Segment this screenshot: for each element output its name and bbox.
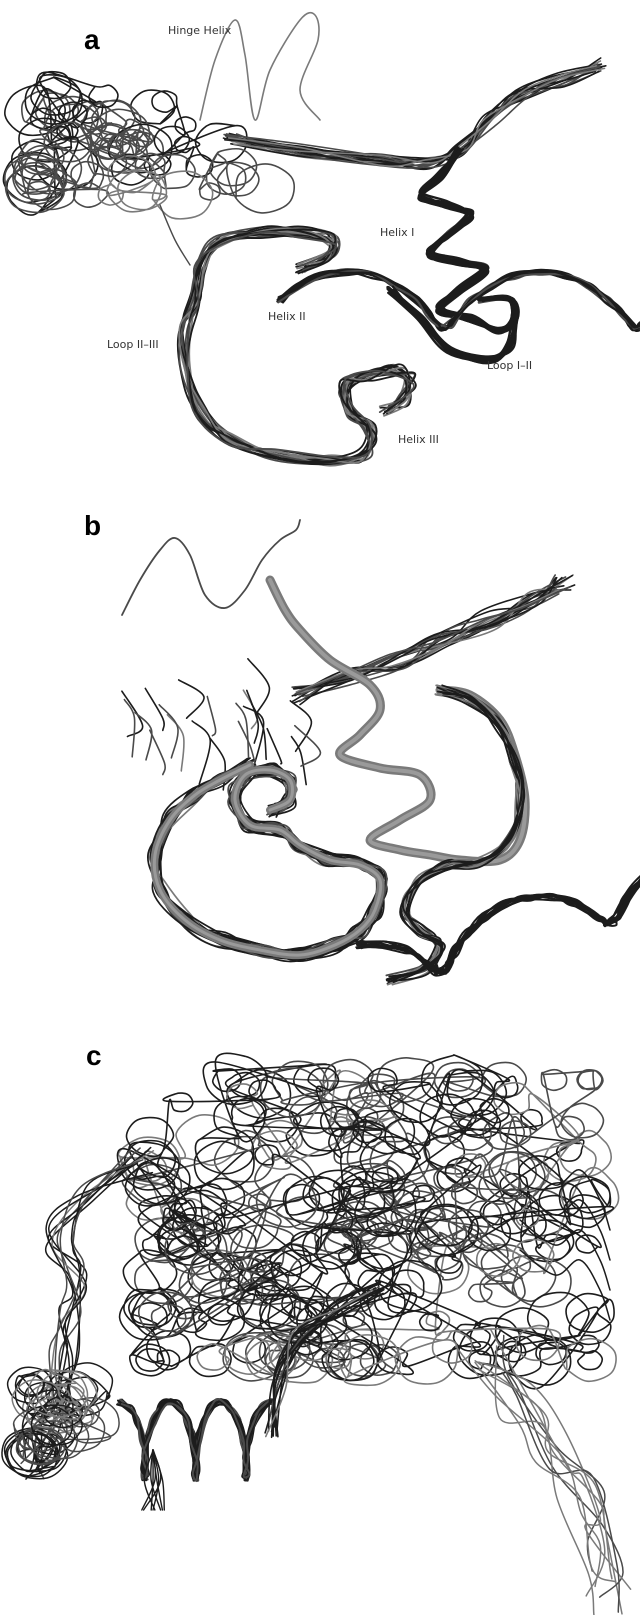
panel-a-structure-ensemble xyxy=(0,0,640,500)
disordered-fragment xyxy=(248,659,270,713)
helix-2-bundle xyxy=(278,270,640,330)
helix-region-bundle xyxy=(391,687,518,981)
hinge-helix-tangle xyxy=(199,149,294,213)
label-loop-2-3: Loop II–III xyxy=(107,338,159,351)
label-hinge-helix: Hinge Helix xyxy=(168,24,231,37)
disordered-fragment xyxy=(290,701,311,752)
hinge-helix-tangle xyxy=(98,156,212,219)
helix-2-bundle xyxy=(282,270,640,331)
label-helix-1: Helix I xyxy=(380,226,414,239)
helix-2-bundle xyxy=(281,270,640,330)
helix-region-bundle xyxy=(390,695,518,984)
disordered-fragment xyxy=(122,691,143,736)
label-helix-3: Helix III xyxy=(398,433,439,446)
disordered-fragment xyxy=(135,713,152,760)
label-loop-1-2: Loop I–II xyxy=(487,359,532,372)
helix-region-bundle xyxy=(387,692,524,980)
disordered-fragment xyxy=(192,721,210,784)
disordered-fragment xyxy=(236,703,249,758)
panel-b-structure-ensemble xyxy=(0,500,640,1020)
helix-2-bundle xyxy=(281,269,640,330)
panel-a: a Hinge Helix Helix I Helix II Loop II–I… xyxy=(0,0,640,500)
disordered-fragment xyxy=(159,705,178,758)
disordered-fragment xyxy=(267,729,281,764)
panel-b: b xyxy=(0,500,640,1020)
disordered-fragment xyxy=(179,680,204,718)
bottom-helix-bundle xyxy=(357,849,640,969)
label-helix-2: Helix II xyxy=(268,310,306,323)
loop-2-3-helix-3-bundle xyxy=(187,232,414,458)
panel-c: c xyxy=(0,1020,640,1615)
panel-c-structure-ensemble xyxy=(0,1020,640,1615)
helix-region-bundle xyxy=(391,695,523,977)
trailing-tail-bundle xyxy=(477,1362,623,1597)
helix-2-bundle xyxy=(278,271,640,329)
helix-2-bundle xyxy=(281,272,640,329)
flexible-loop-trace xyxy=(122,520,300,615)
helix-2-bundle xyxy=(279,270,640,330)
helix-2-bundle xyxy=(280,270,640,328)
trailing-tail-bundle xyxy=(502,1373,619,1613)
helix-2-bundle xyxy=(283,271,640,330)
fan-strand-bundle xyxy=(294,578,562,689)
helix-2-bundle xyxy=(279,271,640,329)
disordered-fragment xyxy=(207,697,215,736)
